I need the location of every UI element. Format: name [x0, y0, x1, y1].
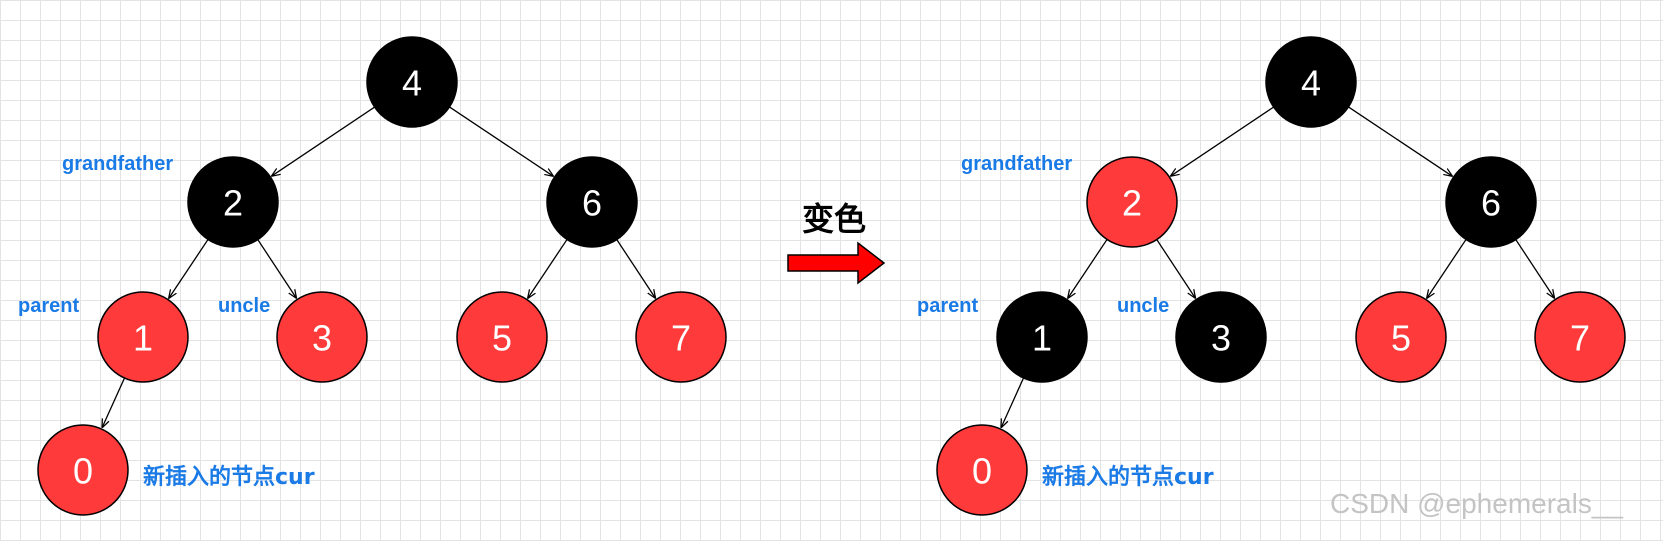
tree-node-3: 3	[276, 291, 368, 383]
tree-after-nodes: 4 2 6 1 3 5 7 0	[936, 36, 1626, 516]
node-value: 2	[1122, 183, 1142, 224]
watermark: CSDN @ephemerals__	[1330, 488, 1623, 519]
right-arrow-icon	[787, 241, 886, 285]
node-circle	[1265, 36, 1357, 128]
node-circle	[456, 291, 548, 383]
edge-n2-n3	[1156, 239, 1195, 298]
parent-label: parent	[917, 295, 978, 317]
tree-node-5: 5	[1355, 291, 1447, 383]
node-value: 7	[1570, 318, 1590, 359]
tree-after-edges	[1001, 106, 1554, 427]
parent-label: parent	[18, 295, 79, 317]
tree-node-4: 4	[366, 36, 458, 128]
node-value: 2	[223, 183, 243, 224]
recolor-label: 变色	[802, 200, 866, 238]
tree-before: 4 2 6 1 3 5 7 0 grandfather parent uncle 新插入的节点…	[18, 36, 727, 516]
tree-after: 4 2 6 1 3 5 7 0 grandfather parent uncle 新插入的节点…	[917, 36, 1626, 516]
tree-node-1: 1	[97, 291, 189, 383]
tree-node-2: 2	[187, 156, 279, 248]
node-circle	[37, 424, 129, 516]
node-value: 3	[1211, 318, 1231, 359]
edge-n4-n6	[449, 106, 552, 176]
grandfather-label: grandfather	[62, 153, 173, 175]
node-value: 6	[1481, 183, 1501, 224]
edge-n2-n1	[169, 239, 209, 297]
tree-node-5: 5	[456, 291, 548, 383]
node-circle	[1445, 156, 1537, 248]
grandfather-label: grandfather	[961, 153, 1072, 175]
tree-node-0: 0	[936, 424, 1028, 516]
tree-node-3: 3	[1175, 291, 1267, 383]
edge-n1-n0	[102, 377, 126, 427]
tree-node-1: 1	[996, 291, 1088, 383]
inserted-node-label: 新插入的节点cur	[143, 464, 315, 490]
edge-n2-n3	[257, 239, 296, 298]
tree-before-edges	[102, 106, 655, 427]
node-circle	[546, 156, 638, 248]
node-circle	[1534, 291, 1626, 383]
edge-n4-n6	[1348, 106, 1451, 176]
node-circle	[635, 291, 727, 383]
tree-node-4: 4	[1265, 36, 1357, 128]
node-circle	[1355, 291, 1447, 383]
tree-node-0: 0	[37, 424, 129, 516]
node-value: 7	[671, 318, 691, 359]
edge-n2-n1	[1068, 239, 1108, 297]
node-value: 0	[73, 451, 93, 492]
edge-n6-n7	[1515, 239, 1554, 298]
edge-n6-n5	[528, 239, 568, 297]
node-circle	[187, 156, 279, 248]
edge-n6-n7	[616, 239, 655, 298]
edge-n1-n0	[1001, 377, 1025, 427]
edge-n6-n5	[1427, 239, 1467, 297]
recolor-operation: 变色	[787, 200, 886, 285]
uncle-label: uncle	[1117, 295, 1169, 317]
node-circle	[97, 291, 189, 383]
tree-node-6: 6	[1445, 156, 1537, 248]
node-value: 4	[1301, 63, 1321, 104]
node-circle	[276, 291, 368, 383]
node-value: 3	[312, 318, 332, 359]
node-value: 5	[1391, 318, 1411, 359]
node-circle	[996, 291, 1088, 383]
node-circle	[1086, 156, 1178, 248]
node-value: 0	[972, 451, 992, 492]
tree-node-7: 7	[635, 291, 727, 383]
node-value: 6	[582, 183, 602, 224]
tree-node-2: 2	[1086, 156, 1178, 248]
tree-before-nodes: 4 2 6 1 3 5 7 0	[37, 36, 727, 516]
node-value: 1	[133, 318, 153, 359]
node-value: 5	[492, 318, 512, 359]
edge-n4-n2	[272, 106, 375, 176]
inserted-node-label: 新插入的节点cur	[1042, 464, 1214, 490]
edge-n4-n2	[1171, 106, 1274, 176]
node-circle	[366, 36, 458, 128]
tree-node-7: 7	[1534, 291, 1626, 383]
uncle-label: uncle	[218, 295, 270, 317]
tree-node-6: 6	[546, 156, 638, 248]
node-value: 1	[1032, 318, 1052, 359]
node-circle	[1175, 291, 1267, 383]
node-circle	[936, 424, 1028, 516]
node-value: 4	[402, 63, 422, 104]
